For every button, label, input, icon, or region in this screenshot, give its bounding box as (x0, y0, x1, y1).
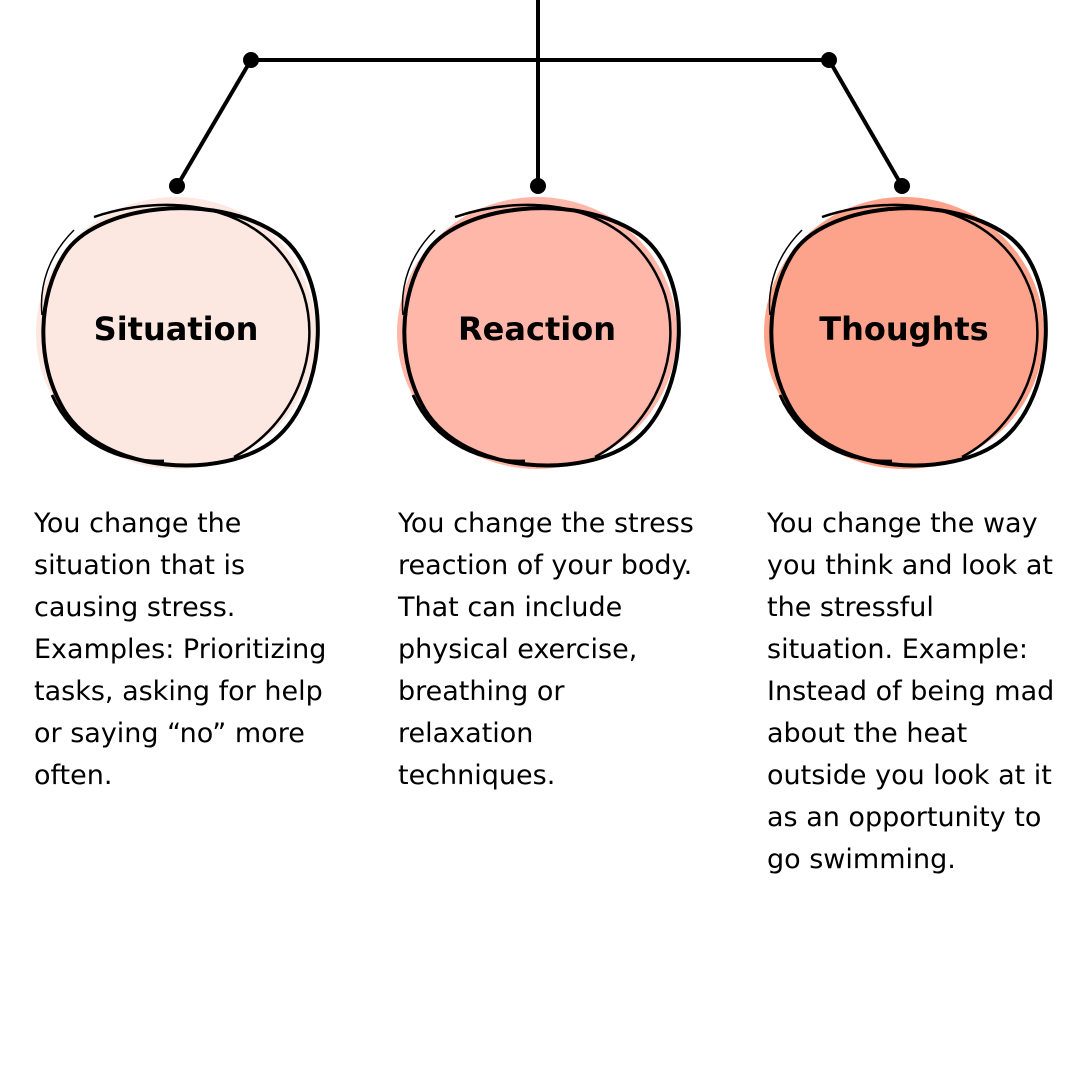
sketch-stroke-bottom (778, 394, 893, 463)
circle-fill (36, 197, 316, 469)
circle-fill (764, 197, 1044, 469)
node-title-situation: Situation (93, 310, 259, 348)
sketch-stroke-bottom (50, 394, 165, 463)
node-situation: Situation (34, 195, 320, 471)
node-thoughts: Thoughts (762, 195, 1048, 471)
node-title-reaction: Reaction (458, 310, 616, 348)
sketch-stroke-bottom (411, 394, 526, 463)
sketch-stroke-outer (769, 206, 1048, 468)
endpoint-dot-left (169, 178, 185, 194)
node-reaction: Reaction (395, 195, 681, 471)
sketch-stroke-inner (454, 203, 672, 459)
description-thoughts: You change the way you think and look at… (767, 508, 1055, 875)
node-title-thoughts: Thoughts (819, 310, 989, 348)
description-reaction: You change the stress reaction of your b… (398, 508, 694, 791)
junction-dot-right (821, 52, 837, 68)
branch-line-right (827, 58, 904, 188)
junction-dot-left (243, 52, 259, 68)
sketch-circle-reaction (397, 197, 681, 469)
sketch-stroke-left (401, 229, 436, 316)
branch-line-left (175, 58, 253, 188)
sketch-stroke-left (40, 229, 75, 316)
sketch-stroke-outer (41, 206, 320, 468)
sketch-circle-situation (36, 197, 320, 469)
endpoint-dot-center (530, 178, 546, 194)
sketch-circle-thoughts (764, 197, 1048, 469)
sketch-stroke-outer (402, 206, 681, 468)
circle-fill (397, 197, 677, 469)
sketch-stroke-inner (93, 203, 311, 459)
sketch-stroke-left (768, 229, 803, 316)
endpoint-dot-right (894, 178, 910, 194)
sketch-stroke-inner (821, 203, 1039, 459)
description-situation: You change the situation that is causing… (34, 508, 327, 791)
